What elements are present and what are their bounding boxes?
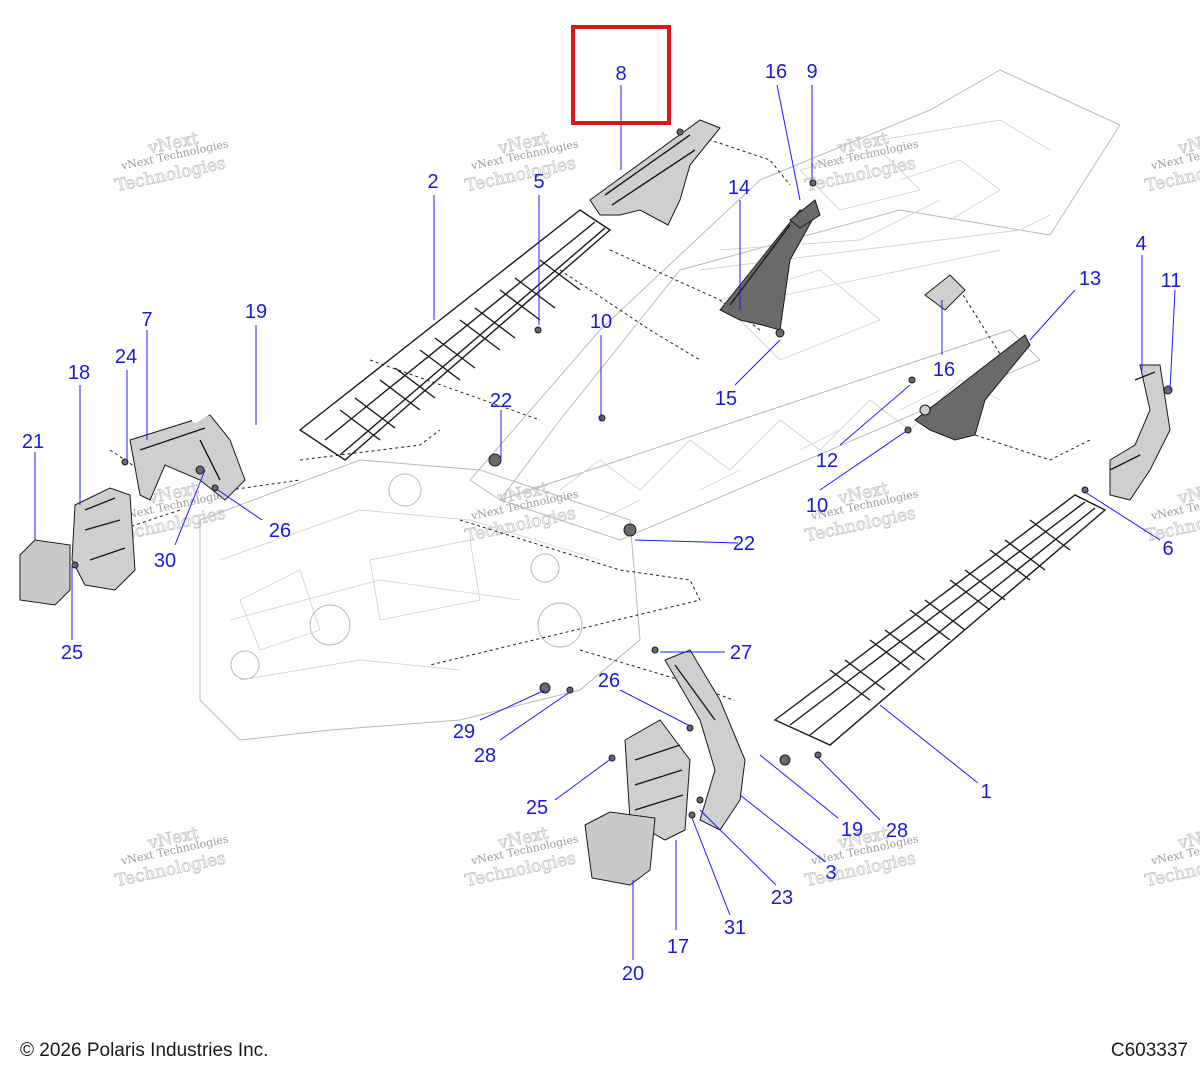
callout-25[interactable]: 25 <box>526 797 548 819</box>
callout-18[interactable]: 18 <box>68 362 90 384</box>
callout-16[interactable]: 16 <box>933 359 955 381</box>
callout-5[interactable]: 5 <box>533 171 544 193</box>
callout-1[interactable]: 1 <box>980 781 991 803</box>
callout-4[interactable]: 4 <box>1135 233 1146 255</box>
callout-9[interactable]: 9 <box>806 61 817 83</box>
leader-lines <box>34 84 1176 960</box>
callout-3[interactable]: 3 <box>825 862 836 884</box>
callout-8[interactable]: 8 <box>615 63 626 85</box>
part-13-bracket <box>914 334 1031 441</box>
callout-27[interactable]: 27 <box>730 642 752 664</box>
callout-12[interactable]: 12 <box>816 450 838 472</box>
callout-31[interactable]: 31 <box>724 917 746 939</box>
callout-30[interactable]: 30 <box>154 550 176 572</box>
callout-16[interactable]: 16 <box>765 61 787 83</box>
callout-14[interactable]: 14 <box>728 177 750 199</box>
callout-13[interactable]: 13 <box>1079 268 1101 290</box>
callout-19[interactable]: 19 <box>841 819 863 841</box>
callout-20[interactable]: 20 <box>622 963 644 985</box>
drawing-number: C603337 <box>1110 1040 1188 1061</box>
callout-25[interactable]: 25 <box>61 642 83 664</box>
chassis-tunnel <box>199 69 1121 741</box>
watermark: vNext vNext Technologies Technologies <box>113 128 230 197</box>
callout-2[interactable]: 2 <box>427 171 438 193</box>
part-2-running-board <box>298 209 612 461</box>
watermark: vNext vNext Technologies Technologies <box>1143 128 1200 197</box>
watermark: vNext vNext Technologies Technologies <box>1143 478 1200 547</box>
part-4-bracket <box>1109 364 1171 501</box>
part-16-bracket-top <box>789 199 821 229</box>
highlight-box <box>571 25 671 125</box>
callout-10[interactable]: 10 <box>806 495 828 517</box>
watermark: vNext vNext Technologies Technologies <box>113 823 230 892</box>
callout-19[interactable]: 19 <box>245 301 267 323</box>
part-3-bracket <box>664 649 746 831</box>
watermark: vNext vNext Technologies Technologies <box>803 128 920 197</box>
watermark: vNext vNext Technologies Technologies <box>1143 823 1200 892</box>
part-8-rail <box>589 119 721 226</box>
part-16-bracket-right <box>924 274 966 311</box>
callout-labels: 8 16 9 2 5 14 4 11 13 7 19 10 24 18 16 1… <box>22 61 1182 985</box>
callout-11[interactable]: 11 <box>1161 270 1182 292</box>
hardware <box>71 179 1173 819</box>
callout-24[interactable]: 24 <box>115 346 137 368</box>
part-1-running-board <box>773 494 1107 746</box>
callout-10[interactable]: 10 <box>590 311 612 333</box>
part-20-pad <box>584 811 656 886</box>
callout-29[interactable]: 29 <box>453 721 475 743</box>
watermark: vNext vNext Technologies Technologies <box>463 128 580 197</box>
callout-17[interactable]: 17 <box>667 936 689 958</box>
callout-22[interactable]: 22 <box>733 533 755 555</box>
callout-26[interactable]: 26 <box>269 520 291 542</box>
callout-21[interactable]: 21 <box>22 431 44 453</box>
callout-6[interactable]: 6 <box>1162 538 1173 560</box>
callout-7[interactable]: 7 <box>141 309 152 331</box>
part-18-panel <box>71 487 136 591</box>
part-21-pad <box>19 539 71 606</box>
callout-15[interactable]: 15 <box>715 388 737 410</box>
part-19-handle-left <box>192 404 278 438</box>
callout-28[interactable]: 28 <box>886 820 908 842</box>
callout-26[interactable]: 26 <box>598 670 620 692</box>
copyright-text: © 2026 Polaris Industries Inc. <box>20 1040 269 1061</box>
callout-22[interactable]: 22 <box>490 390 512 412</box>
part-19-handle-right <box>717 696 773 743</box>
callout-28[interactable]: 28 <box>474 745 496 767</box>
watermark: vNext vNext Technologies Technologies <box>463 823 580 892</box>
callout-23[interactable]: 23 <box>771 887 793 909</box>
